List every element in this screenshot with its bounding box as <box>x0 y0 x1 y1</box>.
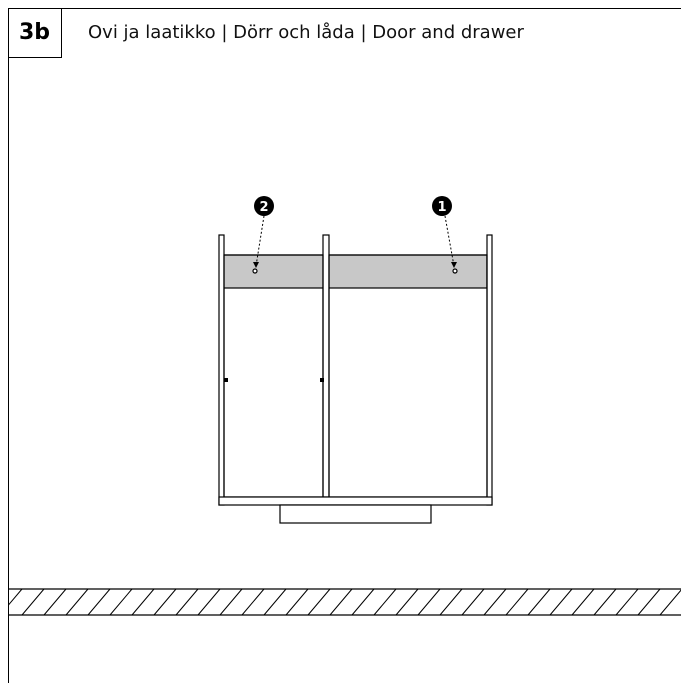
right-door <box>328 254 488 498</box>
left-hinge-hole <box>252 268 258 274</box>
callout-1-arrowhead <box>451 262 457 268</box>
hatch-line <box>109 588 133 616</box>
left-door <box>223 254 324 498</box>
step-title: Ovi ja laatikko | Dörr och låda | Door a… <box>88 22 524 43</box>
hatch-line <box>175 588 199 616</box>
hatch-line <box>505 588 529 616</box>
left-door-handle <box>224 378 228 382</box>
bottom-plinth <box>218 496 493 506</box>
hatch-line <box>263 588 287 616</box>
hatch-line <box>351 588 375 616</box>
hatch-line <box>461 588 485 616</box>
hatch-line <box>241 588 265 616</box>
hatch-line <box>527 588 551 616</box>
callout-2-arrowhead <box>253 262 259 268</box>
hatch-line <box>307 588 331 616</box>
cabinet <box>218 234 493 524</box>
hatch-line <box>65 588 89 616</box>
right-side-panel <box>486 234 493 506</box>
hatch-line <box>373 588 397 616</box>
callout-1-leader <box>444 215 455 267</box>
hatch-line <box>439 588 463 616</box>
drawer-front <box>279 504 432 524</box>
top-rail <box>221 254 488 289</box>
step-number-badge: 3b <box>8 8 62 58</box>
hatch-line <box>219 588 243 616</box>
hatch-line <box>197 588 221 616</box>
floor-hatch <box>9 588 681 616</box>
hatch-line <box>593 588 617 616</box>
hatch-line <box>9 588 23 606</box>
hatch-line <box>549 588 573 616</box>
middle-divider <box>322 234 330 498</box>
hatch-line <box>417 588 441 616</box>
hatch-line <box>395 588 419 616</box>
callout-2-leader <box>255 215 265 267</box>
hatch-line <box>483 588 507 616</box>
hatch-line <box>43 588 67 616</box>
right-door-handle <box>320 378 324 382</box>
hatch-line <box>659 589 681 616</box>
hatch-line <box>637 588 661 616</box>
callout-1-label: 1 <box>437 200 446 215</box>
callout-1: 1 <box>432 196 452 216</box>
hatch-line <box>571 588 595 616</box>
callout-2: 2 <box>254 196 274 216</box>
hatch-line <box>87 588 111 616</box>
left-side-panel <box>218 234 225 506</box>
callout-2-label: 2 <box>259 200 268 215</box>
hatch-line <box>153 588 177 616</box>
hatch-line <box>131 588 155 616</box>
page-frame <box>8 8 681 683</box>
hatch-line <box>329 588 353 616</box>
hatch-line <box>615 588 639 616</box>
right-hinge-hole <box>452 268 458 274</box>
hatch-line <box>21 588 45 616</box>
hatch-line <box>285 588 309 616</box>
